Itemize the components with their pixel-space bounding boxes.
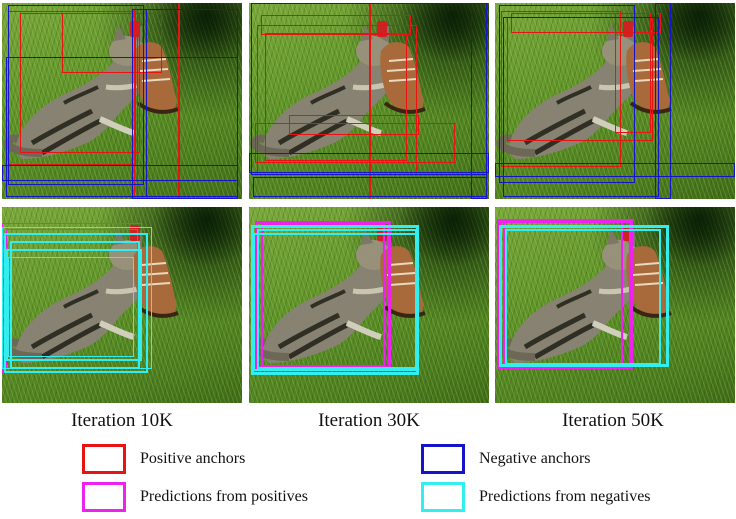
bounding-box: [261, 223, 385, 367]
photo-panel-anchors-50k: [495, 3, 735, 199]
bounding-box: [499, 5, 635, 183]
bounding-box: [255, 123, 455, 163]
caption-iteration-10k: Iteration 10K: [71, 410, 173, 431]
predictions-from-positives-swatch: [82, 482, 126, 512]
bounding-box: [289, 115, 419, 135]
bounding-box: [505, 229, 661, 365]
positive-anchors-swatch: [82, 444, 126, 474]
bounding-box: [6, 249, 142, 361]
photo-panel-predictions-50k: [495, 207, 735, 403]
bounding-box: [2, 227, 152, 369]
caption-iteration-30k: Iteration 30K: [318, 410, 420, 431]
caption-iteration-50k: Iteration 50K: [562, 410, 664, 431]
legend-label: Predictions from negatives: [479, 488, 651, 505]
bounding-box: [249, 153, 489, 173]
bounding-box: [146, 9, 238, 197]
bounding-box: [261, 15, 411, 35]
bounding-box: [253, 177, 487, 197]
photo-panel-anchors-30k: [249, 3, 489, 199]
bounding-box: [471, 3, 487, 199]
predictions-from-negatives-swatch: [421, 482, 465, 512]
bounding-box: [495, 163, 735, 177]
bounding-box: [62, 13, 162, 73]
bounding-box: [655, 3, 671, 199]
bounding-box: [511, 13, 661, 33]
bounding-box: [251, 225, 419, 375]
bounding-box: [253, 233, 417, 371]
bounding-box: [8, 257, 134, 357]
bounding-box: [501, 11, 621, 167]
bounding-box: [8, 5, 144, 185]
bounding-box: [499, 225, 669, 367]
bounding-box: [503, 17, 659, 197]
bounding-box: [2, 165, 238, 181]
photo-panel-predictions-10k: [2, 207, 242, 403]
bounding-box: [251, 3, 487, 175]
legend-label: Positive anchors: [140, 450, 246, 467]
negative-anchors-swatch: [421, 444, 465, 474]
legend-label: Predictions from positives: [140, 488, 308, 505]
bounding-box: [4, 233, 148, 373]
photo-panel-anchors-10k: [2, 3, 242, 199]
legend-label: Negative anchors: [479, 450, 591, 467]
photo-panel-predictions-30k: [249, 207, 489, 403]
bounding-box: [265, 33, 407, 161]
